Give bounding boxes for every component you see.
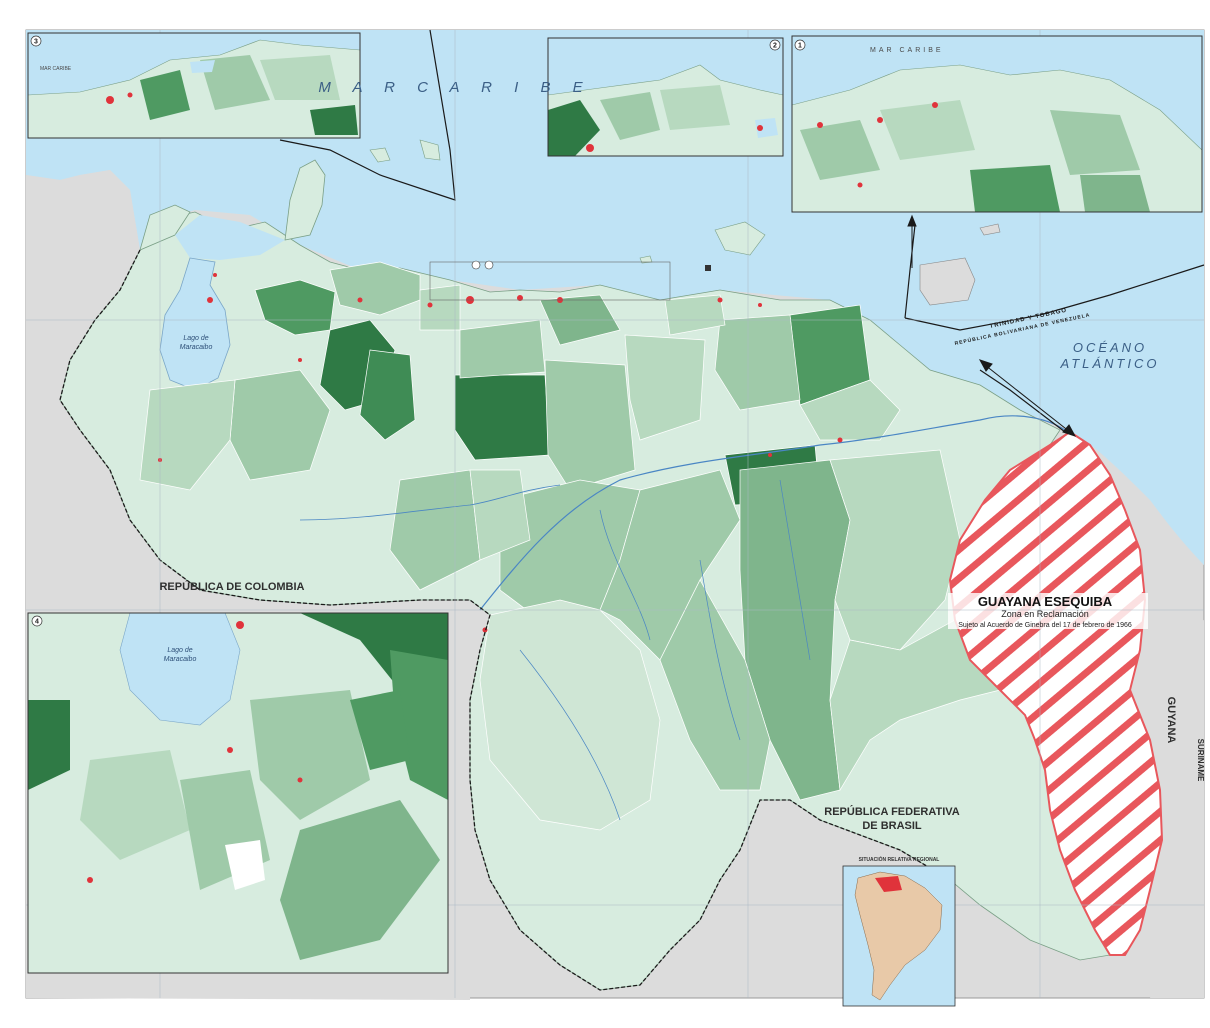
inset-eastern-coast — [792, 36, 1202, 212]
locator-map — [842, 865, 956, 1007]
claim-title: GUAYANA ESEQUIBA — [978, 594, 1113, 609]
graticule — [26, 30, 1204, 998]
suriname-land — [1150, 620, 1204, 998]
claim-agreement: Sujeto al Acuerdo de Ginebra del 17 de f… — [958, 622, 1132, 629]
inset-markers — [429, 260, 711, 301]
guajira-peninsula — [139, 204, 191, 251]
inset-d-badge — [794, 39, 806, 51]
inset-b-frame — [27, 32, 361, 139]
inset-a-badge — [31, 615, 43, 627]
colombia-label: REPÚBLICA DE COLOMBIA — [159, 580, 304, 593]
inset-b-number: 3 — [34, 39, 38, 46]
pointer-arrows — [907, 214, 1077, 437]
inset-b-sea-label: MAR CARIBE — [40, 66, 72, 72]
inset-c-number: 2 — [773, 43, 777, 50]
inset-d-frame — [791, 35, 1203, 213]
inset-b-badge — [30, 35, 42, 47]
ocean-label-2: ATLÁNTICO — [1060, 356, 1160, 371]
suriname-label: SURINAME — [1196, 739, 1205, 782]
trinidad-and-tobago — [919, 223, 1001, 306]
municipality-shading — [139, 261, 1001, 831]
inset-a-lake-label-2: Maracaibo — [164, 656, 197, 663]
golfo-de-venezuela — [175, 215, 285, 260]
lake-label-2: Maracaibo — [180, 344, 213, 351]
inset-central-coast — [548, 38, 783, 156]
claim-subtitle: Zona en Reclamación — [1001, 609, 1089, 619]
caribbean-sea-label: M A R C A R I B E — [318, 79, 591, 96]
inset-a-lake-label-1: Lago de — [167, 647, 192, 654]
inset-d-number: 1 — [798, 43, 802, 50]
inset-western-coast — [28, 33, 360, 138]
brasil-label-2: DE BRASIL — [862, 820, 922, 832]
rivers — [299, 415, 1066, 821]
international-border — [59, 249, 951, 991]
inset-c-frame — [547, 37, 784, 157]
inset-a-frame — [27, 612, 449, 974]
paraguana-peninsula — [284, 159, 326, 241]
claim-label-backdrop — [948, 593, 1148, 629]
inset-a-number: 4 — [35, 619, 39, 626]
ocean-label-1: OCÉANO — [1073, 340, 1147, 355]
caribbean-islands — [369, 139, 766, 264]
inset-d-sea-label: MAR CARIBE — [870, 47, 944, 54]
locator-title: SITUACIÓN RELATIVA REGIONAL — [859, 855, 940, 863]
inset-zulia — [28, 613, 448, 973]
inset-c-badge — [769, 39, 781, 51]
brasil-label-1: REPÚBLICA FEDERATIVA — [824, 805, 960, 818]
lake-label-1: Lago de — [183, 335, 208, 342]
guyana-label: GUYANA — [1165, 697, 1177, 744]
